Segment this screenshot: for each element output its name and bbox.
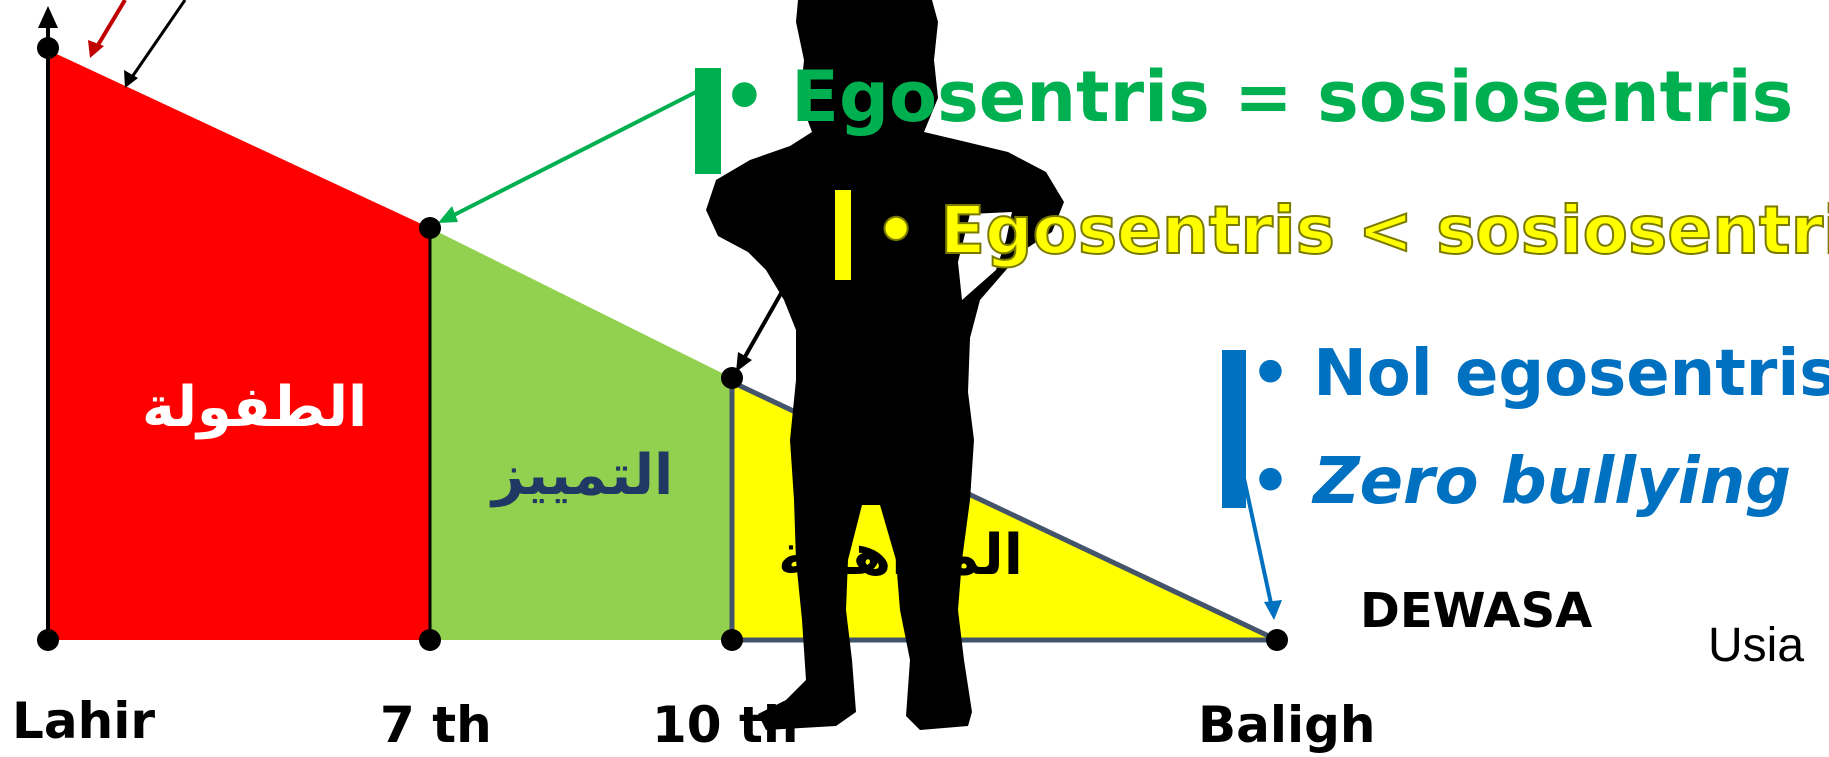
stage-thufulah-region [48, 50, 430, 640]
stage-murahaqah-label: المراهقة [778, 523, 1023, 588]
bullet-dot: • [1250, 445, 1314, 519]
bullet-dot: • [1250, 337, 1314, 411]
label-ten: 10 th [652, 696, 799, 754]
bullet-text-blue2: Zero bullying [1313, 445, 1792, 519]
label-lahir: Lahir [12, 692, 155, 750]
green-bracket [695, 68, 721, 174]
blue-bracket [1222, 350, 1246, 508]
bullet-dot: • [874, 192, 941, 269]
dot-ten-top [721, 367, 743, 389]
bullet-egosentris-less: • Egosentris < sosiosentris [874, 197, 1829, 265]
bullet-text-green: Egosentris = sosiosentris [791, 56, 1794, 138]
label-baligh: Baligh [1198, 696, 1376, 754]
stage-tamyiz-label: التمييز [492, 443, 674, 508]
label-dewasa: DEWASA [1360, 583, 1593, 639]
dot-baligh [1266, 629, 1288, 651]
top-arrows [88, 0, 187, 88]
stage-thufulah-label: الطفولة [142, 375, 368, 440]
axis-arrowhead [38, 6, 58, 28]
stage-tamyiz-region [430, 228, 732, 640]
boy-silhouette [706, 0, 1064, 730]
label-seven: 7 th [380, 696, 492, 754]
bullet-nol-egosentris: • Nol egosentris [1250, 342, 1829, 406]
dot-ten [721, 629, 743, 651]
bullet-egosentris-equal: • Egosentris = sosiosentris [722, 62, 1793, 132]
dot-lahir [37, 629, 59, 651]
bullet-zero-bullying: • Zero bullying [1250, 450, 1791, 514]
bullet-dot: • [722, 56, 792, 138]
bullet-text-yellow: Egosentris < sosiosentris [939, 192, 1829, 269]
dot-top [37, 37, 59, 59]
label-usia: Usia [1708, 619, 1805, 672]
yellow-bracket [835, 190, 851, 280]
bullet-text-blue1: Nol egosentris [1313, 337, 1829, 411]
axis-dots [37, 37, 1288, 651]
arrow-green [438, 88, 701, 223]
dot-seven-top [419, 217, 441, 239]
dot-seven [419, 629, 441, 651]
arrow-black [736, 259, 802, 372]
